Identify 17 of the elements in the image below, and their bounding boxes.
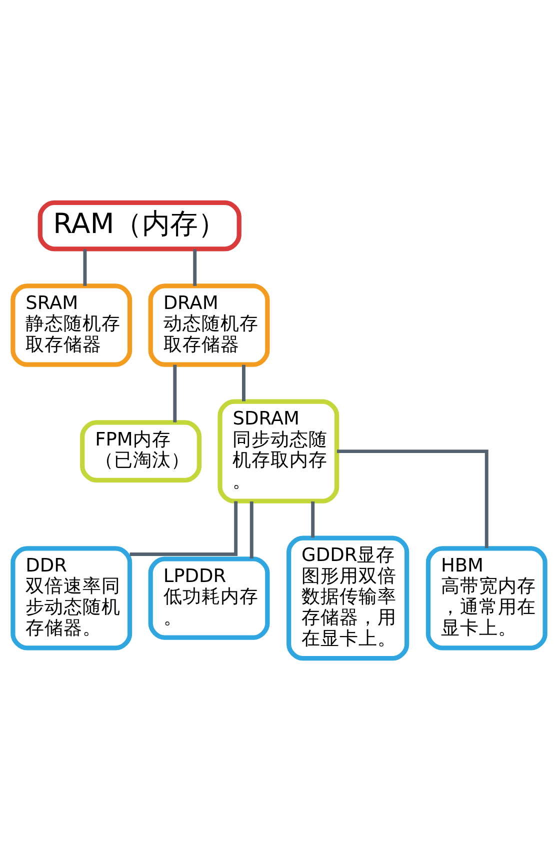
node-box: RAM（内存） [38, 200, 242, 252]
connector [242, 364, 246, 402]
node-box: FPM内存 （已淘汰） [80, 420, 202, 483]
connector [193, 249, 197, 286]
node-box: DDR 双倍速率同步动态随机存储器。 [10, 546, 132, 650]
connector [130, 501, 238, 556]
node-box: SRAM 静态随机存取存储器 [10, 284, 132, 367]
node-box: DRAM 动态随机存取存储器 [148, 284, 270, 367]
node-box: LPDDR 低功耗内存。 [148, 556, 270, 640]
connector [173, 364, 177, 422]
node-box: HBM 高带宽内存，通常用在显卡上。 [426, 546, 548, 650]
connector [311, 501, 315, 538]
node-box: SDRAM 同步动态随机存取内存。 [218, 399, 340, 504]
connector [250, 501, 254, 558]
connector [336, 450, 488, 548]
connector [83, 249, 87, 286]
node-box: GDDR显存 图形用双倍数据传输率存储器，用在显卡上。 [286, 536, 410, 661]
